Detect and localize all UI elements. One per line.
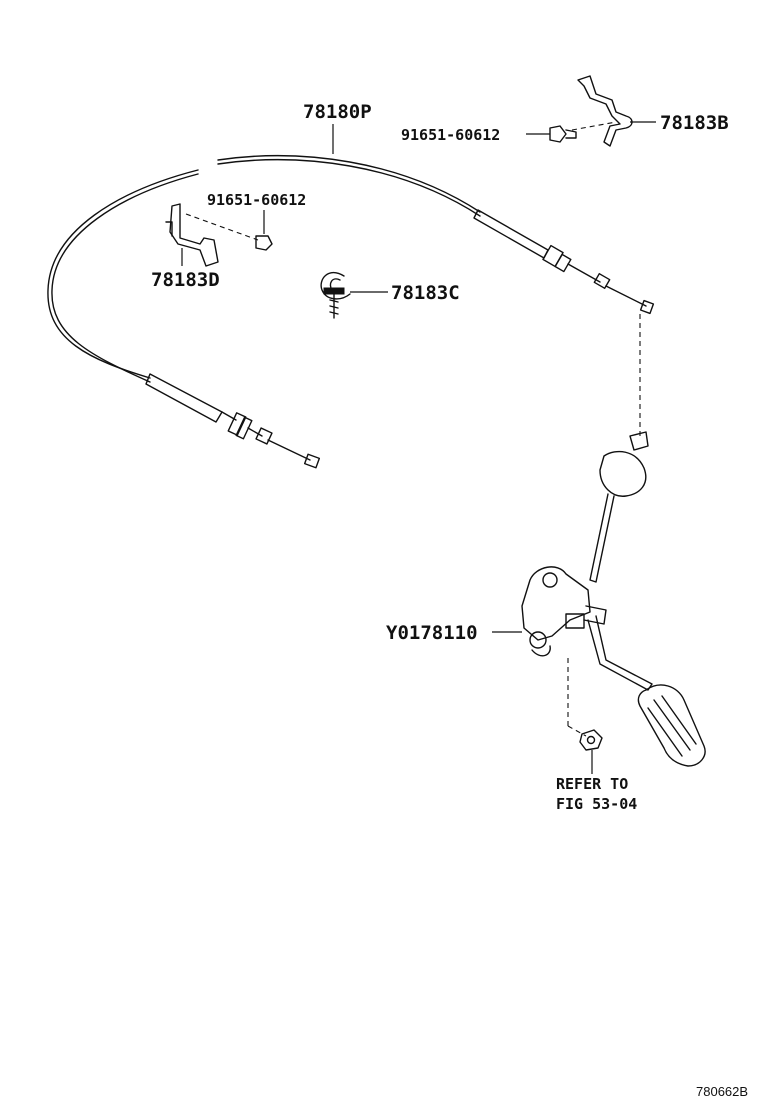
label-clamp-78183b: 78183B: [660, 112, 729, 134]
label-bolt-top-left: 91651-60612: [207, 191, 306, 209]
label-bolt-top-right: 91651-60612: [401, 126, 500, 144]
clip-78183c: [320, 271, 388, 319]
label-fig-reference: FIG 53-04: [556, 795, 637, 813]
bolt-91651-left: [255, 210, 273, 251]
accelerator-cable: [47, 155, 655, 469]
label-clip-78183c: 78183C: [391, 282, 460, 304]
label-bracket-78183d: 78183D: [151, 269, 220, 291]
label-cable-78180p: 78180P: [303, 101, 372, 123]
bracket-78183d: [165, 203, 259, 267]
label-pedal-y0178110: Y0178110: [386, 622, 478, 644]
nut-refer: [579, 729, 603, 774]
label-refer-to: REFER TO: [556, 775, 628, 793]
pedal-assembly: [492, 431, 706, 767]
bolt-91651-right: [526, 125, 577, 143]
figure-code: 780662B: [696, 1084, 748, 1099]
clamp-78183b: [571, 75, 656, 147]
